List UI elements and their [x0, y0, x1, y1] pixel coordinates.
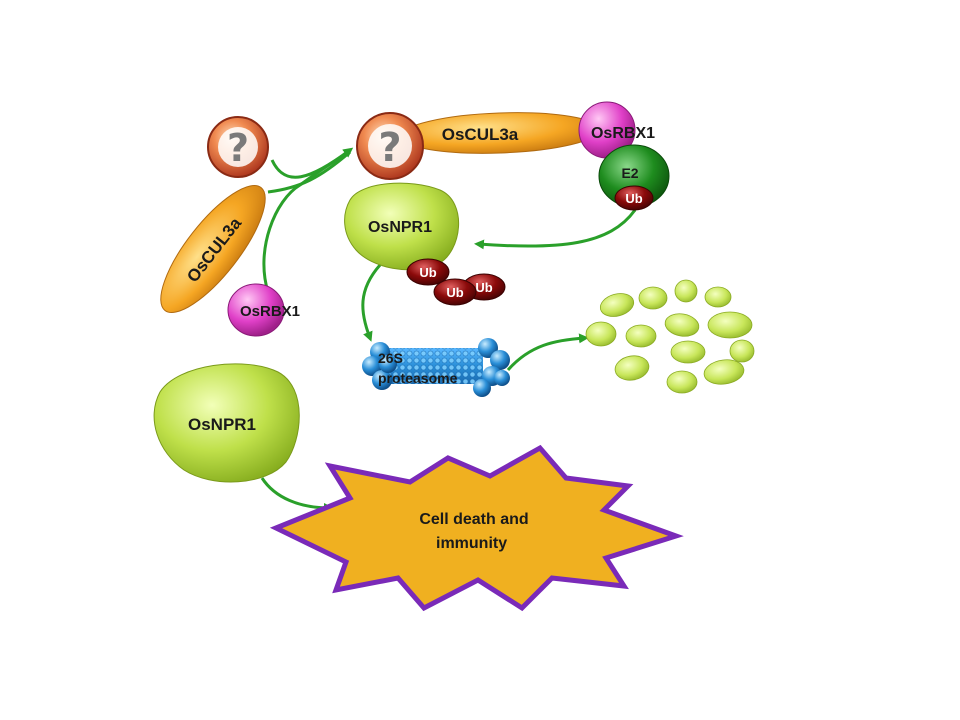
ub-on-e2-label: Ub	[625, 191, 642, 206]
osnpr1-top-label: OsNPR1	[368, 219, 432, 236]
proteasome-label-line2: proteasome	[378, 370, 458, 386]
e2-label: E2	[621, 165, 638, 181]
degraded-fragments	[585, 279, 755, 394]
ub-chain-2-label: Ub	[446, 285, 463, 300]
osnpr1-top: OsNPR1	[344, 182, 460, 271]
oscul3a-left: OsCUL3a	[160, 184, 266, 314]
arrow-e2-to-npr1	[474, 209, 637, 250]
arrows	[260, 147, 637, 513]
outcome-burst: Cell death and immunity	[269, 444, 684, 612]
oscul3a-top-label: OsCUL3a	[442, 125, 519, 144]
outcome-label-line2: immunity	[436, 535, 507, 552]
fragment	[674, 279, 698, 303]
arrow-cullin-to-complex	[267, 150, 351, 194]
fragment	[625, 324, 657, 348]
arrow-npr1-to-proteasome	[361, 264, 382, 342]
fragment	[664, 313, 700, 337]
fragment	[638, 286, 668, 310]
ub-chain-1	[406, 258, 450, 286]
question-protein-top: ?	[356, 112, 424, 180]
fragment	[599, 293, 635, 317]
question-mark-left: ?	[227, 126, 249, 170]
oscul3a-top: OsCUL3a	[399, 112, 601, 154]
fragment	[729, 339, 755, 363]
ub-chain-2	[433, 278, 477, 306]
osrbx1-top-label: OsRBX1	[591, 125, 655, 142]
e2-enzyme: E2 Ub	[598, 144, 670, 211]
fragment	[704, 286, 732, 308]
fragment	[703, 359, 745, 385]
ub-chain-3-label: Ub	[475, 280, 492, 295]
fragment	[614, 355, 650, 381]
outcome-label-line1: Cell death and	[419, 511, 528, 528]
question-protein-left: ?	[207, 116, 269, 178]
question-mark-top: ?	[378, 125, 401, 171]
arrow-npr1-to-outcome	[260, 477, 334, 513]
proteasome-label-line1: 26S	[378, 350, 403, 366]
osrbx1-left: OsRBX1	[227, 283, 300, 337]
arrow-question-to-complex	[270, 147, 354, 179]
arrow-proteasome-to-fragments	[506, 333, 589, 371]
proteasome-26s: 26S proteasome	[362, 338, 510, 397]
osnpr1-bottom: OsNPR1	[153, 363, 300, 483]
osrbx1-left-label: OsRBX1	[240, 303, 300, 320]
proteasome-cap-right	[473, 338, 510, 397]
osnpr1-bottom-label: OsNPR1	[188, 415, 256, 434]
proteasome-cap-left	[362, 342, 397, 390]
fragment	[670, 340, 706, 364]
arrow-rbx-to-complex	[262, 150, 351, 293]
fragment	[707, 311, 753, 339]
polyubiquitin-chain: Ub Ub Ub	[406, 258, 506, 306]
ub-chain-1-label: Ub	[419, 265, 436, 280]
fragment	[585, 321, 617, 347]
fragment	[666, 370, 698, 394]
ub-on-e2	[614, 185, 654, 211]
